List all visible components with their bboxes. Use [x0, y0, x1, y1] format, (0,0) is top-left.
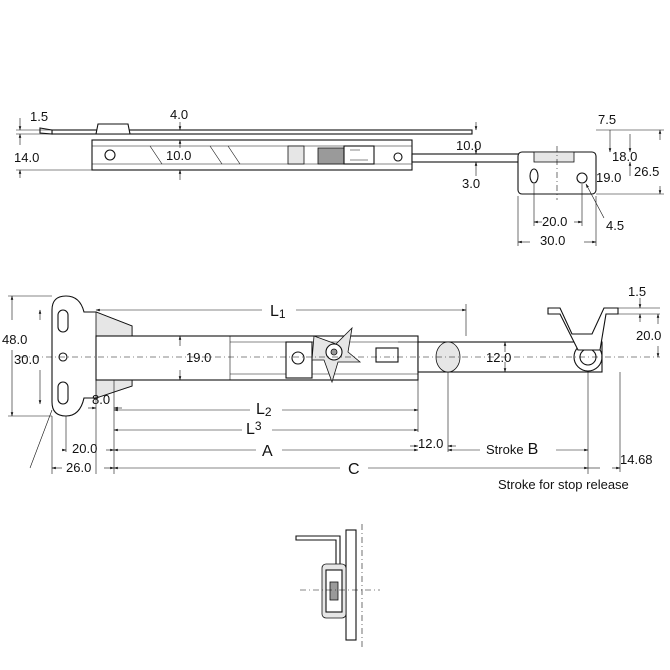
dim-1-5-side: 1.5 [628, 284, 646, 299]
top-view-dim-labels: 1.5 4.0 14.0 10.0 10.0 3.0 7.5 18.0 19.0… [14, 107, 659, 248]
side-view-dimensions [8, 295, 660, 474]
dim-48-0: 48.0 [2, 332, 27, 347]
dim-20-0-bottom: 20.0 [72, 441, 97, 456]
dim-4-0: 4.0 [170, 107, 188, 122]
dim-14-68: 14.68 [620, 452, 653, 467]
dim-8-0: 8.0 [92, 392, 110, 407]
dim-30-0-side: 30.0 [14, 352, 39, 367]
label-a: A [262, 443, 273, 460]
label-l1: L1 [270, 303, 286, 321]
label-c: C [348, 461, 360, 478]
dim-4-5: 4.5 [606, 218, 624, 233]
dim-18-0: 18.0 [612, 149, 637, 164]
end-view [295, 524, 380, 650]
side-view-dim-labels: 48.0 30.0 19.0 12.0 1.5 20.0 8.0 L1 L2 L… [2, 284, 661, 492]
dim-14-0: 14.0 [14, 150, 39, 165]
dim-10-0-left: 10.0 [166, 148, 191, 163]
dim-20-0-right: 20.0 [636, 328, 661, 343]
dim-1-5-top: 1.5 [30, 109, 48, 124]
dim-30-0-top: 30.0 [540, 233, 565, 248]
dim-7-5: 7.5 [598, 112, 616, 127]
top-view-dimensions [16, 118, 664, 246]
dim-19-0-side: 19.0 [186, 350, 211, 365]
dim-26-5: 26.5 [634, 164, 659, 179]
dim-3-0: 3.0 [462, 176, 480, 191]
top-view-part [39, 123, 597, 200]
dim-10-0-right: 10.0 [456, 138, 481, 153]
dim-12-0-bottom: 12.0 [418, 436, 443, 451]
label-l3: L3 [246, 419, 262, 438]
label-stroke-stop-release: Stroke for stop release [498, 477, 629, 492]
side-view-part [20, 295, 660, 417]
side-view: 48.0 30.0 19.0 12.0 1.5 20.0 8.0 L1 L2 L… [2, 284, 661, 492]
top-view: 1.5 4.0 14.0 10.0 10.0 3.0 7.5 18.0 19.0… [14, 107, 664, 248]
label-l2: L2 [256, 401, 272, 419]
dim-19-0: 19.0 [596, 170, 621, 185]
dim-26-0: 26.0 [66, 460, 91, 475]
dim-12-0-rod: 12.0 [486, 350, 511, 365]
dim-20-0-top: 20.0 [542, 214, 567, 229]
